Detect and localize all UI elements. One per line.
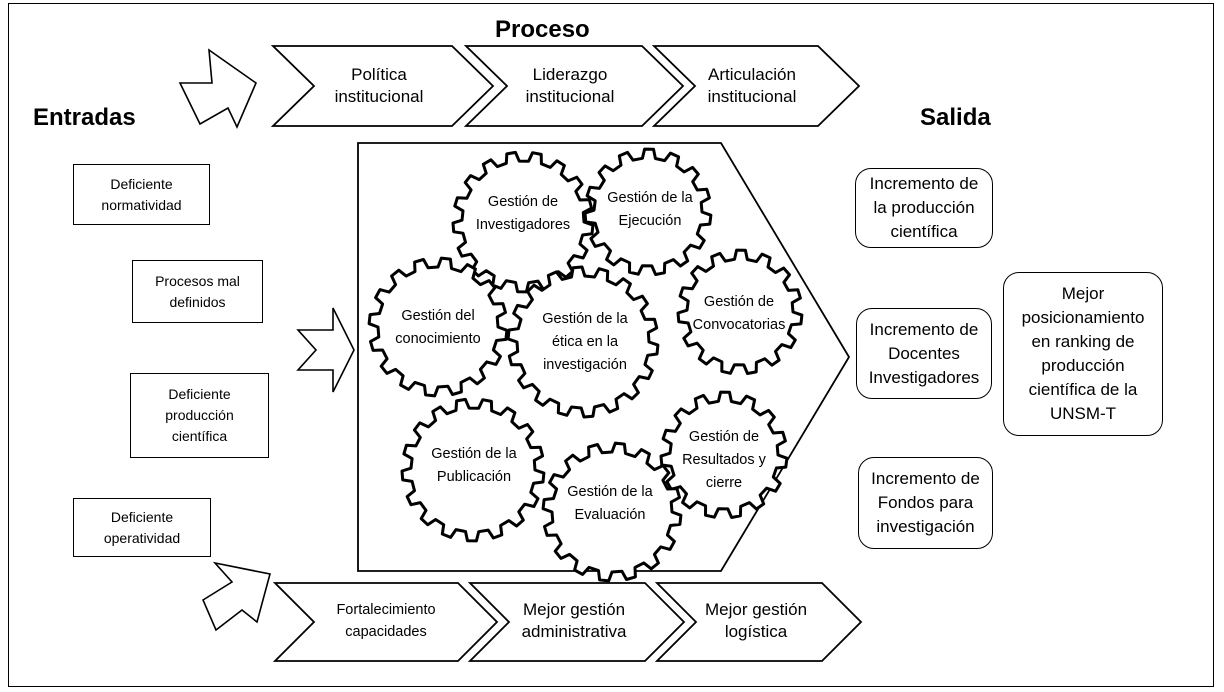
output-docentes-investigadores: Incremento de Docentes Investigadores [856,308,992,399]
diagram-frame [8,3,1214,687]
gear-evaluacion-icon [541,441,683,583]
arrow-bottom-left [201,561,271,632]
arrow-middle-left [296,307,355,393]
chevron-politica [270,45,495,127]
gear-label-investigadores: Gestión de Investigadores [475,194,571,233]
chevron-logistica [654,582,863,662]
gear-label-evaluacion: Gestión de la Evaluación [567,484,653,523]
input-procesos-mal-definidos: Procesos mal definidos [132,260,263,323]
input-deficiente-normatividad: Deficiente normatividad [73,164,210,225]
gear-label-resultados: Gestión de Resultados y cierre [682,428,766,491]
chevron-liderazgo [463,45,685,127]
input-deficiente-operatividad: Deficiente operatividad [73,498,211,557]
output-produccion-cientifica: Incremento de la producción científica [855,168,993,248]
gear-conocimiento-icon [367,256,509,398]
output-fondos-investigacion: Incremento de Fondos para investigación [858,457,993,549]
chevron-label-politica: Política institucional [334,65,424,106]
gear-convocatorias-icon [676,248,804,375]
input-deficiente-produccion: Deficiente producción científica [130,373,269,458]
gear-ejecucion-icon [583,147,713,276]
chevron-label-liderazgo: Liderazgo institucional [525,65,615,106]
chevron-label-logistica: Mejor gestión logística [704,600,808,641]
heading-proceso: Proceso [495,16,590,43]
gear-label-ejecucion: Gestión de la Ejecución [607,190,693,229]
chevron-label-articulacion: Articulación institucional [707,65,797,106]
chevron-fortalecimiento [272,582,499,662]
gear-etica-icon [506,265,660,419]
chevron-administrativa [467,582,686,662]
chevron-label-fortalecimiento: Fortalecimiento capacidades [336,602,436,640]
chevron-articulacion [651,45,861,127]
gear-resultados-icon [659,390,789,519]
gear-publicacion-icon [400,397,546,543]
chevron-label-administrativa: Mejor gestión administrativa [521,600,627,641]
heading-salida: Salida [920,104,991,131]
gear-label-etica: Gestión de la ética en la investigación [542,310,628,373]
gear-label-convocatorias: Gestión de Convocatorias [692,294,786,333]
heading-entradas: Entradas [33,104,136,131]
arrow-top-left [178,48,257,129]
final-output-posicionamiento: Mejor posicionamiento en ranking de prod… [1003,272,1163,436]
gear-label-publicacion: Gestión de la Publicación [431,446,517,485]
gear-label-conocimiento: Gestión del conocimiento [395,308,481,347]
